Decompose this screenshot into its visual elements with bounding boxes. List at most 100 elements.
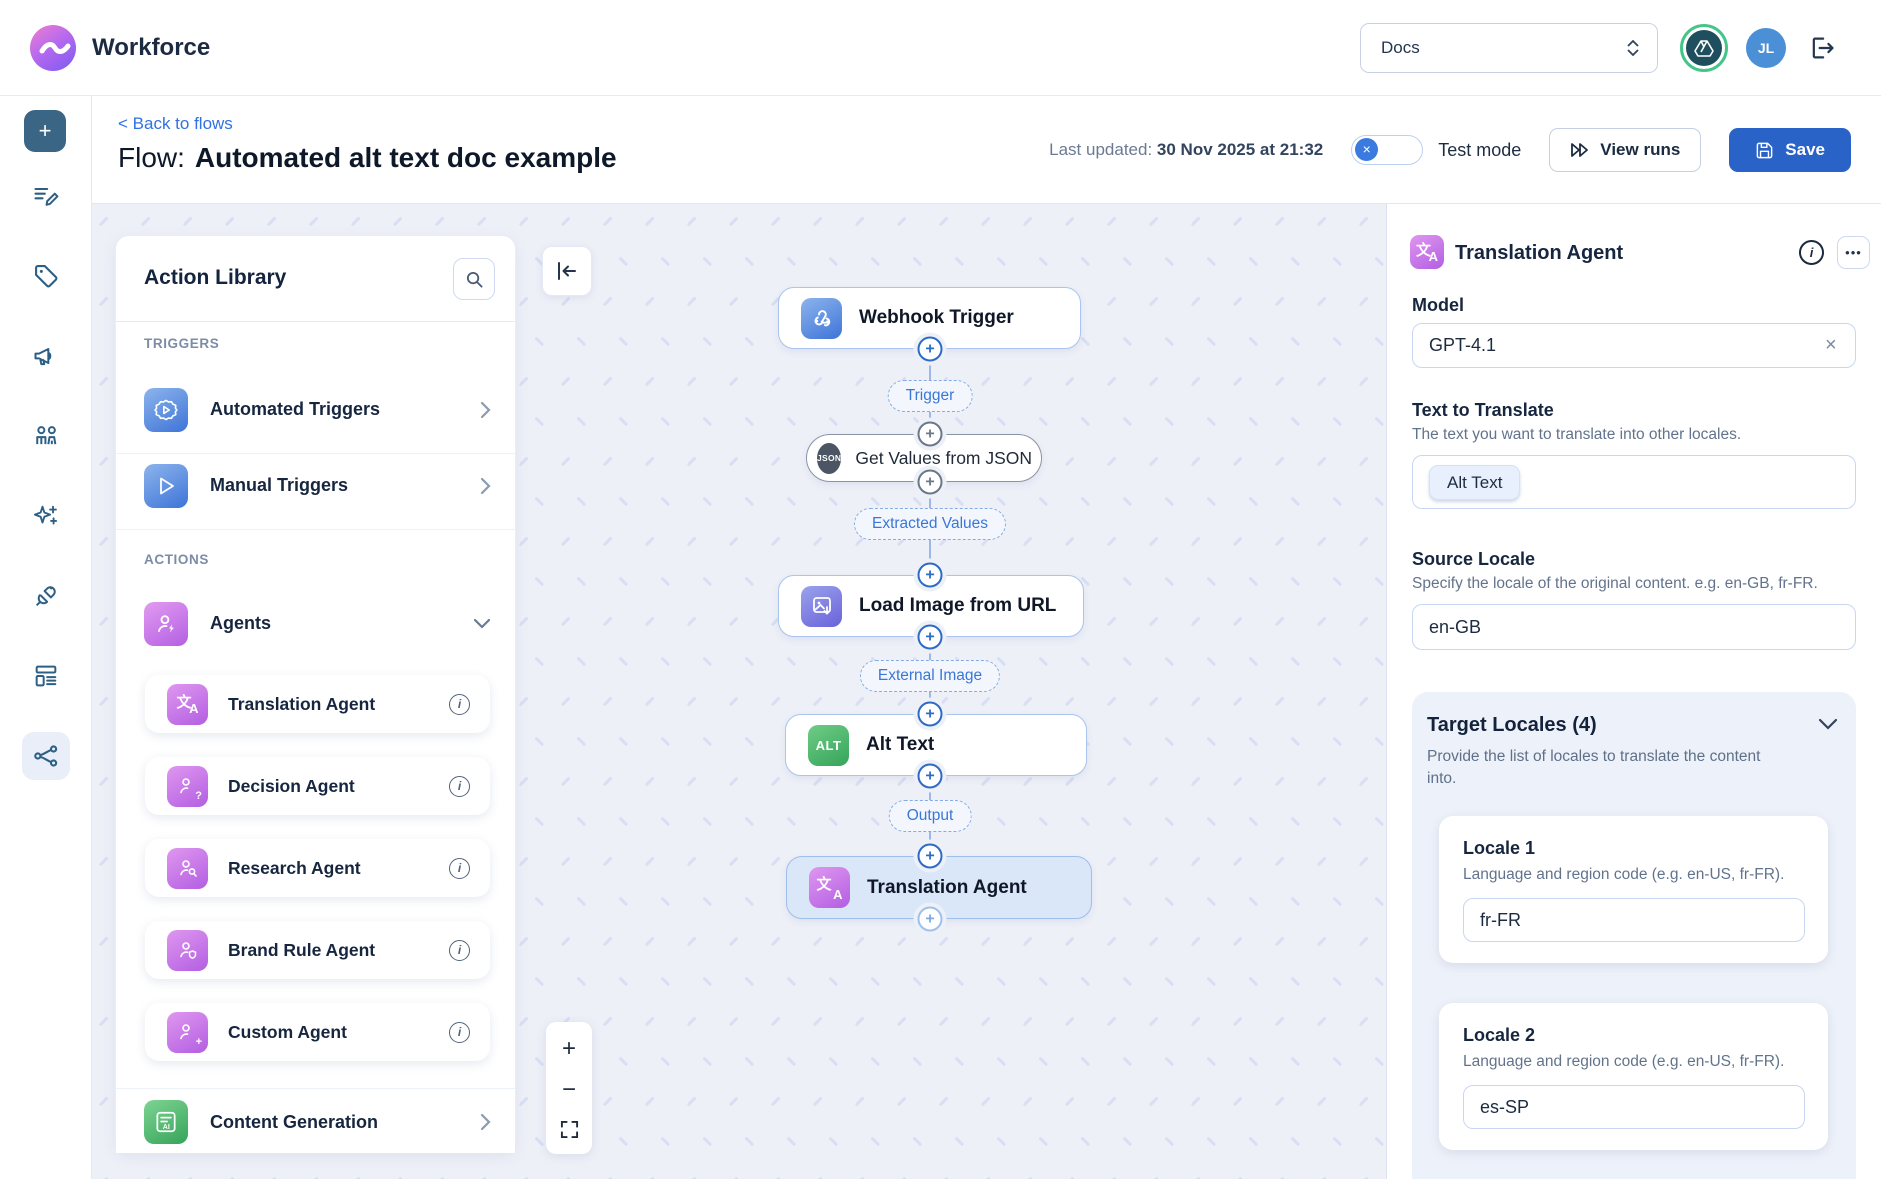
collapse-section-button[interactable] (1818, 718, 1838, 730)
sidebar-item-campaigns[interactable] (22, 332, 70, 380)
save-icon (1756, 142, 1773, 158)
canvas-dash (1374, 1136, 1385, 1147)
canvas-dash (1190, 776, 1201, 787)
canvas-dash (1374, 816, 1385, 827)
info-icon[interactable]: i (1799, 240, 1824, 265)
collapse-panel-button[interactable] (542, 246, 592, 296)
library-item-automated-triggers[interactable]: Automated Triggers (116, 378, 515, 441)
library-item-brand-rule-agent[interactable]: Brand Rule Agent i (145, 921, 490, 979)
node-get-values-json[interactable]: JSON Get Values from JSON (806, 434, 1042, 482)
data-pill-trigger[interactable]: Trigger (887, 380, 973, 412)
canvas-dash (560, 696, 571, 707)
zoom-out-button[interactable]: − (546, 1078, 592, 1102)
add-step-button[interactable]: + (917, 763, 943, 789)
canvas-dash (938, 1096, 949, 1107)
content-generation-icon: AI (144, 1100, 188, 1144)
canvas-dash (1038, 976, 1049, 987)
fit-view-button[interactable] (546, 1120, 592, 1139)
source-locale-input[interactable] (1412, 604, 1856, 650)
new-flow-button[interactable]: + (24, 110, 66, 152)
canvas-dash (770, 936, 781, 947)
canvas-dash (728, 1096, 739, 1107)
data-pill-external[interactable]: External Image (859, 660, 1001, 692)
data-pill-extracted[interactable]: Extracted Values (853, 508, 1007, 540)
add-step-button[interactable]: + (917, 562, 943, 588)
info-icon[interactable]: i (449, 693, 470, 715)
canvas-dash (1290, 736, 1301, 747)
more-options-button[interactable]: ••• (1837, 236, 1870, 269)
canvas-dash (954, 976, 965, 987)
zoom-in-button[interactable]: + (546, 1036, 592, 1061)
back-to-flows-link[interactable]: < Back to flows (118, 114, 233, 133)
canvas-dash (870, 416, 881, 427)
library-item-custom-agent[interactable]: + Custom Agent i (145, 1003, 490, 1061)
canvas-dash (518, 616, 529, 627)
add-step-button[interactable]: + (917, 336, 943, 362)
canvas-dash (1248, 736, 1259, 747)
canvas-dash (1316, 936, 1327, 947)
clear-model-icon[interactable]: × (1825, 334, 1837, 356)
canvas-dash (1080, 976, 1091, 987)
canvas-dash (786, 976, 797, 987)
canvas-dash (744, 336, 755, 347)
canvas-dash (518, 536, 529, 547)
canvas-dash (602, 536, 613, 547)
library-group-content-generation[interactable]: AI Content Generation (116, 1091, 515, 1153)
library-item-decision-agent[interactable]: ? Decision Agent i (145, 757, 490, 815)
canvas-dash (1164, 896, 1175, 907)
canvas-dash (728, 376, 739, 387)
add-step-button[interactable]: + (917, 421, 943, 447)
canvas-dash (1080, 336, 1091, 347)
model-input[interactable] (1412, 323, 1856, 368)
canvas-dash (1164, 816, 1175, 827)
info-icon[interactable]: i (449, 1021, 470, 1043)
inspector-title: Translation Agent (1455, 242, 1624, 264)
sidebar-item-tags[interactable] (22, 252, 70, 300)
canvas-dash (1080, 256, 1091, 267)
alt-text-chip[interactable]: Alt Text (1429, 465, 1521, 500)
library-item-manual-triggers[interactable]: Manual Triggers (116, 454, 515, 517)
test-mode-toggle[interactable]: × (1351, 135, 1424, 165)
save-button[interactable]: Save (1729, 128, 1851, 172)
add-step-button[interactable]: + (917, 701, 943, 727)
sidebar-item-compose[interactable] (22, 172, 70, 220)
org-avatar[interactable] (1680, 24, 1728, 72)
library-search-button[interactable] (453, 258, 495, 300)
sidebar-item-forms[interactable] (22, 652, 70, 700)
canvas-dash (1190, 696, 1201, 707)
canvas-dash (1316, 616, 1327, 627)
text-to-translate-field[interactable]: Alt Text (1412, 455, 1856, 509)
canvas-dash (1248, 416, 1259, 427)
library-group-agents[interactable]: Agents (116, 592, 515, 655)
data-pill-output[interactable]: Output (888, 800, 972, 832)
locale-input[interactable] (1463, 898, 1805, 942)
view-runs-button[interactable]: View runs (1549, 128, 1702, 172)
sidebar-item-audiences[interactable] (22, 412, 70, 460)
info-icon[interactable]: i (449, 775, 470, 797)
sidebar-item-ai[interactable] (22, 492, 70, 540)
canvas-dash (1148, 296, 1159, 307)
canvas-dash (702, 1136, 713, 1147)
logout-button[interactable] (1808, 33, 1838, 63)
flow-icon (34, 745, 58, 767)
flow-canvas[interactable]: Webhook Trigger JSON Get Values from JSO… (92, 204, 1386, 1179)
sidebar-item-flows[interactable] (22, 732, 70, 780)
add-step-button[interactable]: + (917, 843, 943, 869)
sidebar-item-integrations[interactable] (22, 572, 70, 620)
canvas-dash (702, 256, 713, 267)
add-step-button[interactable]: + (917, 469, 943, 495)
info-icon[interactable]: i (449, 857, 470, 879)
add-step-button[interactable]: + (917, 624, 943, 650)
library-item-research-agent[interactable]: Research Agent i (145, 839, 490, 897)
info-icon[interactable]: i (449, 939, 470, 961)
locale-input[interactable] (1463, 1085, 1805, 1129)
canvas-dash (1232, 856, 1243, 867)
canvas-dash (560, 616, 571, 627)
user-avatar[interactable]: JL (1746, 28, 1786, 68)
workspace-select[interactable]: Docs (1360, 23, 1658, 73)
canvas-dash (812, 216, 823, 227)
canvas-dash (618, 656, 629, 667)
add-step-button[interactable]: + (917, 906, 943, 932)
canvas-dash (618, 976, 629, 987)
